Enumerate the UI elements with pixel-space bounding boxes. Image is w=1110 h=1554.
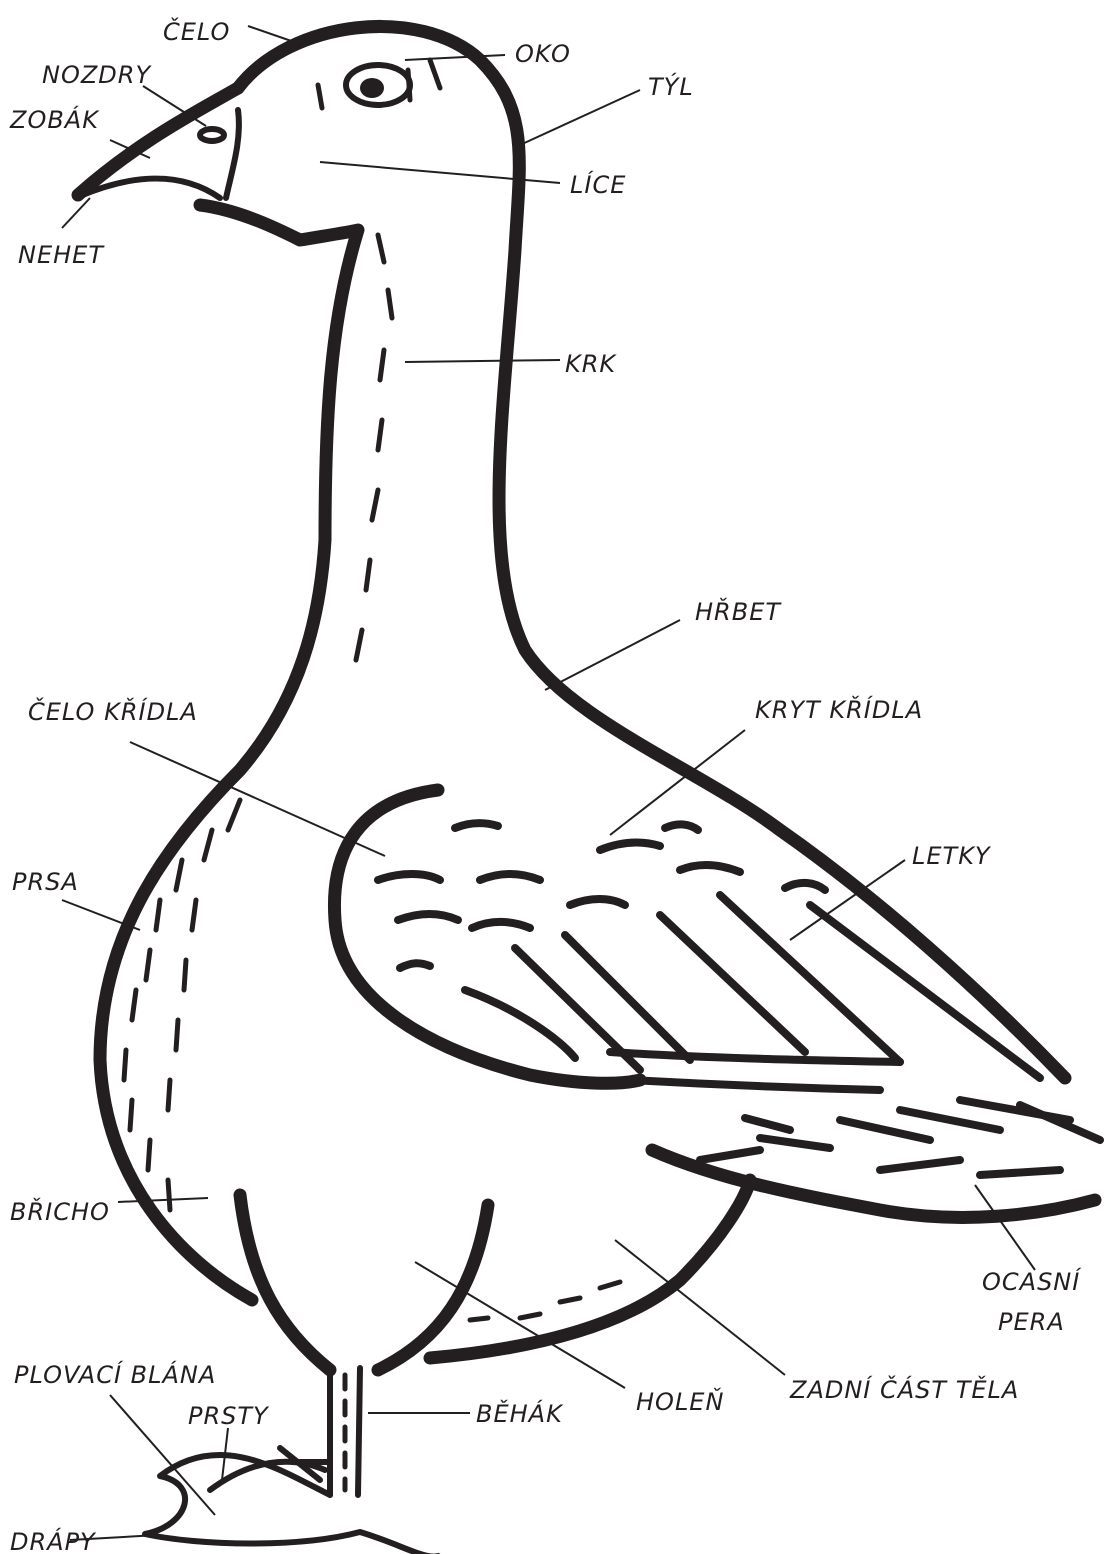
part-labels: ČELO NOZDRY ZOBÁK NEHET OKO TÝL LÍCE KRK… [9, 16, 1082, 1554]
label-krk: KRK [565, 350, 617, 378]
covert-feather [600, 843, 660, 850]
wing-front-contour [334, 790, 640, 1083]
label-zobak: ZOBÁK [9, 105, 100, 134]
flight-feather [810, 905, 1040, 1078]
label-celo-kridla: ČELO KŘÍDLA [28, 696, 198, 726]
covert-feather [480, 874, 540, 880]
flight-feather [660, 915, 805, 1052]
neck-dashes [356, 235, 392, 660]
eye-pupil [360, 78, 384, 98]
label-hrbet: HŘBET [695, 597, 782, 626]
label-ocasni-pera-line1: OCASNÍ [982, 1267, 1082, 1296]
covert-feather [472, 922, 530, 928]
leader-ocasni-pera [975, 1185, 1035, 1270]
flight-feather-base [610, 1052, 900, 1062]
leader-kryt-kridla [610, 730, 745, 835]
covert-feather [570, 899, 625, 905]
eye-mark-right [408, 70, 410, 100]
label-prsty: PRSTY [188, 1402, 270, 1430]
label-nehet: NEHET [18, 241, 105, 269]
label-letky: LETKY [912, 842, 992, 870]
covert-feather [680, 865, 740, 872]
label-zadni-cast-tela: ZADNÍ ČÁST TĚLA [789, 1374, 1019, 1404]
leader-lines [62, 26, 1035, 1540]
rear-dashes [470, 1282, 620, 1320]
breast-dashes-outer [124, 800, 240, 1210]
tarsus-right [358, 1368, 360, 1495]
flight-feather-base [630, 1080, 880, 1090]
label-plovaci-blana: PLOVACÍ BLÁNA [14, 1360, 216, 1389]
leader-celo-kridla [130, 742, 385, 856]
leg-rear-contour [378, 1205, 488, 1370]
label-prsa: PRSA [12, 868, 79, 896]
foot-web [145, 1455, 438, 1554]
leader-celo [248, 26, 300, 44]
goose-outline [78, 26, 1095, 1554]
beak-base [226, 110, 239, 198]
label-celo: ČELO [163, 16, 230, 46]
tail-feather [980, 1170, 1060, 1175]
eye-mark-right-2 [430, 60, 440, 88]
label-nozdry: NOZDRY [42, 61, 152, 89]
leader-krk [405, 360, 560, 362]
tail-feather [900, 1110, 1000, 1130]
label-behak: BĚHÁK [476, 1399, 564, 1428]
flight-feather [720, 895, 900, 1062]
breast-dashes-inner [168, 900, 196, 1110]
covert-feather [378, 874, 440, 880]
tail-feather [760, 1138, 830, 1148]
throat-front-neck-contour [100, 205, 358, 1300]
tail-feather [745, 1118, 790, 1130]
label-oko: OKO [515, 40, 571, 68]
leader-nehet [62, 198, 90, 228]
tail-feather [840, 1120, 930, 1140]
leader-tyl [520, 90, 640, 145]
label-ocasni-pera-line2: PERA [998, 1308, 1065, 1336]
covert-feather [665, 824, 698, 830]
covert-feather [400, 963, 430, 968]
leader-oko [405, 55, 505, 60]
label-kryt-kridla: KRYT KŘÍDLA [755, 695, 923, 724]
label-bricho: BŘICHO [10, 1197, 110, 1226]
covert-feather [785, 883, 825, 890]
eye-mark-left [318, 85, 322, 108]
label-holen: HOLEŇ [636, 1387, 724, 1416]
tail-feather [880, 1160, 960, 1170]
label-lice: LÍCE [570, 170, 626, 199]
nostril [200, 129, 224, 141]
leg-front-contour [240, 1195, 330, 1370]
label-drapy: DRÁPY [10, 1527, 97, 1554]
label-tyl: TÝL [648, 72, 694, 101]
head-back-neck-contour [238, 26, 1065, 1078]
covert-feather [398, 914, 458, 920]
tail-feather [700, 1150, 760, 1160]
leader-hrbet [545, 620, 680, 690]
tail-feather [1020, 1105, 1100, 1140]
flight-feather [465, 990, 575, 1058]
covert-feather [455, 823, 498, 828]
eye [318, 60, 440, 108]
flight-feather [565, 935, 690, 1060]
leader-bricho [118, 1198, 208, 1202]
